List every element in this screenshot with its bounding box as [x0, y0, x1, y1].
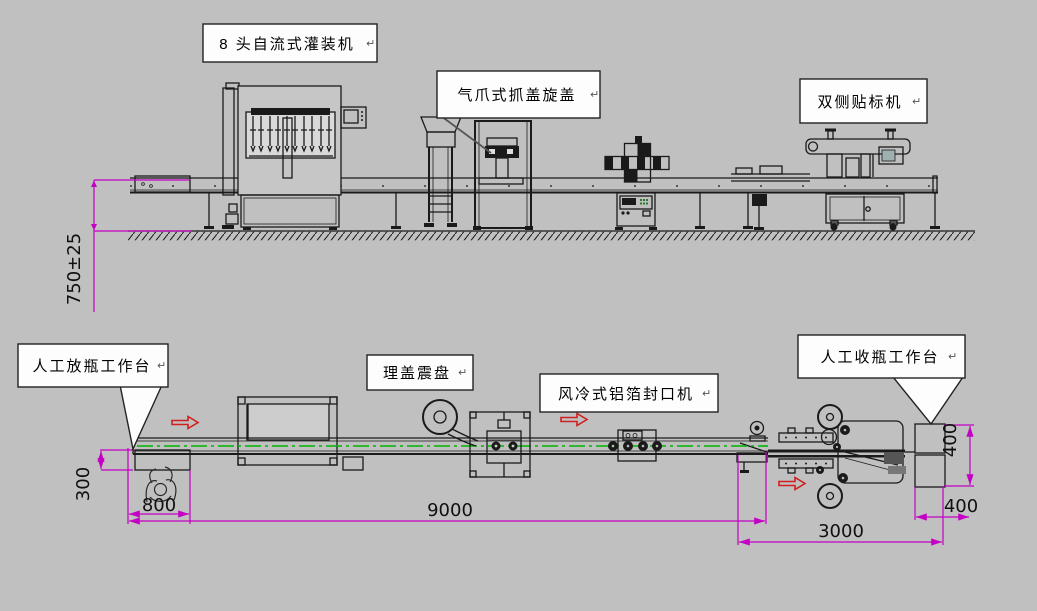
cap-sorter-plan	[422, 399, 479, 447]
dimension-main-line: 9000	[129, 452, 767, 525]
dim-750-text: 750±25	[64, 233, 85, 305]
label-sealing-machine: 风冷式铝箔封口机 ↵	[539, 373, 719, 413]
flow-arrow-3	[778, 476, 806, 491]
conveyor-plan	[132, 437, 915, 458]
labeling-machine-plan	[736, 404, 906, 509]
label-filling-machine: 8 头自流式灌装机 ↵	[202, 23, 378, 63]
capping-machine-plan	[469, 411, 531, 478]
filling-machine-elevation	[222, 82, 367, 230]
capping-machine-elevation	[420, 116, 533, 230]
return-mark: ↵	[948, 350, 957, 363]
dim-400v-text: 400	[940, 423, 961, 457]
control-cabinet	[615, 192, 657, 230]
return-mark: ↵	[157, 359, 166, 372]
labeling-machine-elevation	[731, 128, 911, 231]
label-labeling-machine: 双侧贴标机 ↵	[799, 78, 928, 124]
sealing-machine-plan	[608, 429, 662, 462]
flow-arrow-1	[171, 415, 199, 430]
dim-400h-text: 400	[944, 496, 978, 517]
dim-800-text: 800	[142, 495, 176, 516]
label-infeed-table: 人工放瓶工作台 ↵	[17, 343, 169, 452]
dimension-outfeed-table: 400 400	[914, 423, 978, 521]
return-mark: ↵	[912, 95, 921, 108]
dimension-conveyor-height: 750±25	[64, 179, 192, 312]
label-cap-sorter: 理盖震盘 ↵	[366, 354, 474, 391]
conveyor-legs	[204, 175, 940, 229]
label-labeling-machine-text: 双侧贴标机	[817, 94, 902, 111]
label-outfeed-table-text: 人工收瓶工作台	[820, 349, 939, 366]
label-infeed-table-text: 人工放瓶工作台	[32, 358, 151, 375]
label-filling-machine-text: 8 头自流式灌装机	[219, 36, 355, 53]
label-sealing-machine-text: 风冷式铝箔封口机	[558, 386, 694, 403]
dim-300-text: 300	[73, 467, 94, 501]
return-mark: ↵	[702, 387, 711, 400]
label-capping-machine-text: 气爪式抓盖旋盖	[457, 87, 576, 104]
label-outfeed-table: 人工收瓶工作台 ↵	[797, 334, 966, 426]
infeed-workbench	[134, 449, 191, 503]
return-mark: ↵	[458, 366, 467, 379]
return-mark: ↵	[366, 37, 375, 50]
label-cap-sorter-text: 理盖震盘	[383, 364, 451, 382]
operator-figure	[145, 466, 177, 503]
filling-machine-plan	[237, 396, 364, 471]
star-target	[604, 136, 670, 183]
dim-3000-text: 3000	[818, 521, 864, 542]
flow-arrow-2	[560, 412, 588, 427]
return-mark: ↵	[590, 88, 599, 101]
outfeed-workbench	[914, 423, 946, 488]
capping-leader-line	[440, 115, 492, 154]
label-capping-machine: 气爪式抓盖旋盖 ↵	[436, 70, 601, 119]
dimension-infeed-width: 800	[127, 448, 191, 524]
ground-hatch	[128, 230, 975, 241]
dim-9000-text: 9000	[427, 500, 473, 521]
dimension-infeed-depth: 300	[73, 449, 134, 501]
